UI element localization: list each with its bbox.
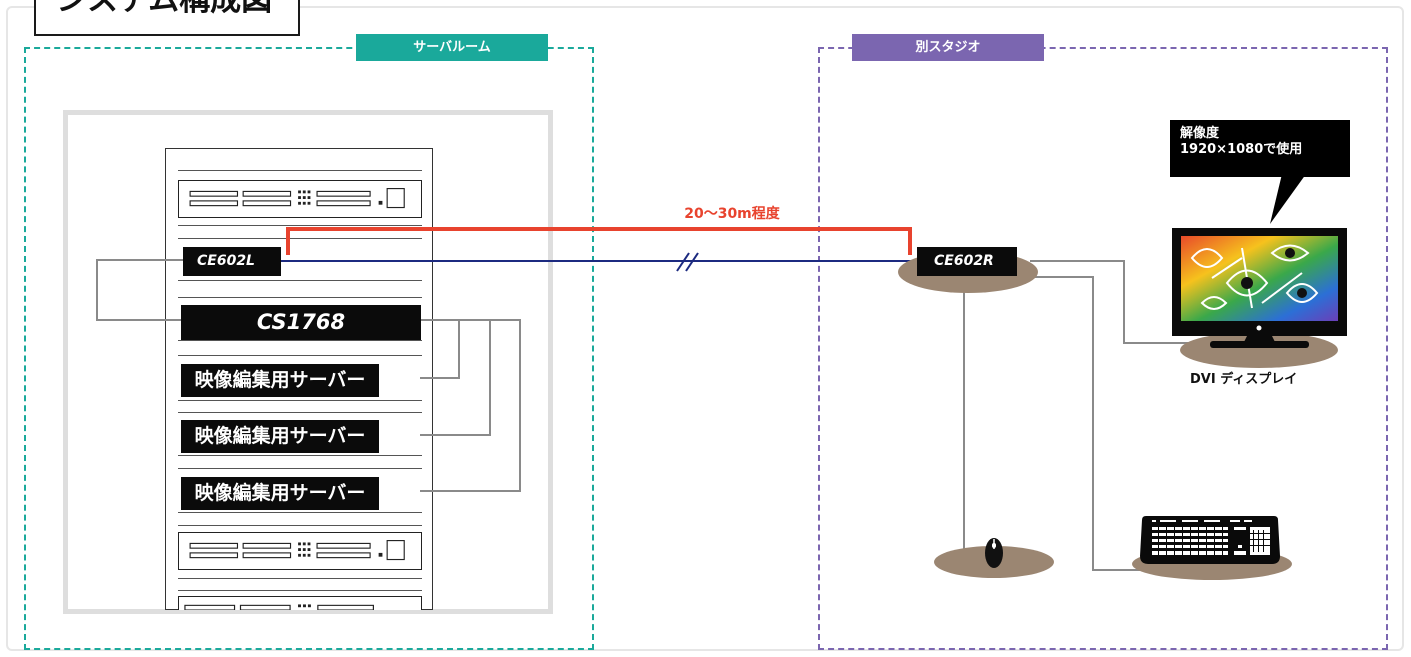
display-caption: DVI ディスプレイ bbox=[1190, 372, 1298, 387]
title-box: システム構成図 bbox=[34, 0, 300, 36]
server-room-zone bbox=[24, 47, 594, 650]
rack-server-icon bbox=[178, 532, 422, 570]
rack-shelf bbox=[178, 170, 422, 171]
rack-shelf bbox=[178, 578, 422, 579]
callout-pointer bbox=[1270, 174, 1306, 224]
resolution-callout: 解像度 1920×1080で使用 bbox=[1170, 120, 1350, 177]
rack-shelf bbox=[178, 590, 422, 591]
studio-zone bbox=[818, 47, 1388, 650]
cable-ce602l-to-kvm bbox=[96, 259, 184, 321]
distance-bracket bbox=[286, 227, 912, 255]
rack-shelf bbox=[178, 280, 422, 281]
studio-label: 別スタジオ bbox=[852, 34, 1044, 61]
rack-shelf bbox=[178, 412, 422, 413]
rack-shelf bbox=[178, 400, 422, 401]
mouse-icon bbox=[985, 538, 1003, 568]
cable-keyboard-bottom bbox=[1092, 569, 1142, 571]
distance-label: 20〜30m程度 bbox=[684, 206, 780, 222]
rack-shelf bbox=[178, 525, 422, 526]
rack-shelf bbox=[178, 297, 422, 298]
cable-ce602r-to-mouse bbox=[963, 282, 965, 552]
cable-monitor-bottom bbox=[1123, 260, 1193, 344]
rack-shelf bbox=[178, 340, 422, 341]
diagram-title: システム構成図 bbox=[56, 0, 273, 18]
ce602r-unit: CE602R bbox=[917, 247, 1017, 276]
rack-server-icon bbox=[178, 180, 422, 218]
server-room-label: サーバルーム bbox=[356, 34, 548, 61]
rack-shelf bbox=[178, 468, 422, 469]
server-unit-2: 映像編集用サーバー bbox=[181, 420, 379, 453]
cable-ce602r-to-keyboard bbox=[1030, 276, 1094, 571]
rack-shelf bbox=[178, 512, 422, 513]
cable-kvm-server-3 bbox=[420, 319, 521, 492]
rack-shelf bbox=[178, 355, 422, 356]
ce602l-unit: CE602L bbox=[183, 247, 281, 276]
cs1768-unit: CS1768 bbox=[181, 305, 421, 340]
callout-line-1: 解像度 bbox=[1180, 126, 1220, 141]
callout-line-2: 1920×1080で使用 bbox=[1180, 142, 1303, 157]
monitor-icon bbox=[1172, 228, 1347, 348]
server-unit-3: 映像編集用サーバー bbox=[181, 477, 379, 510]
diagram-frame bbox=[6, 6, 1404, 651]
rack-server-icon bbox=[178, 596, 422, 610]
server-unit-1: 映像編集用サーバー bbox=[181, 364, 379, 397]
keyboard-icon bbox=[1140, 516, 1280, 564]
rack-shelf bbox=[178, 225, 422, 226]
rack-shelf bbox=[178, 238, 422, 239]
extender-cable bbox=[281, 252, 921, 272]
rack-shelf bbox=[178, 455, 422, 456]
